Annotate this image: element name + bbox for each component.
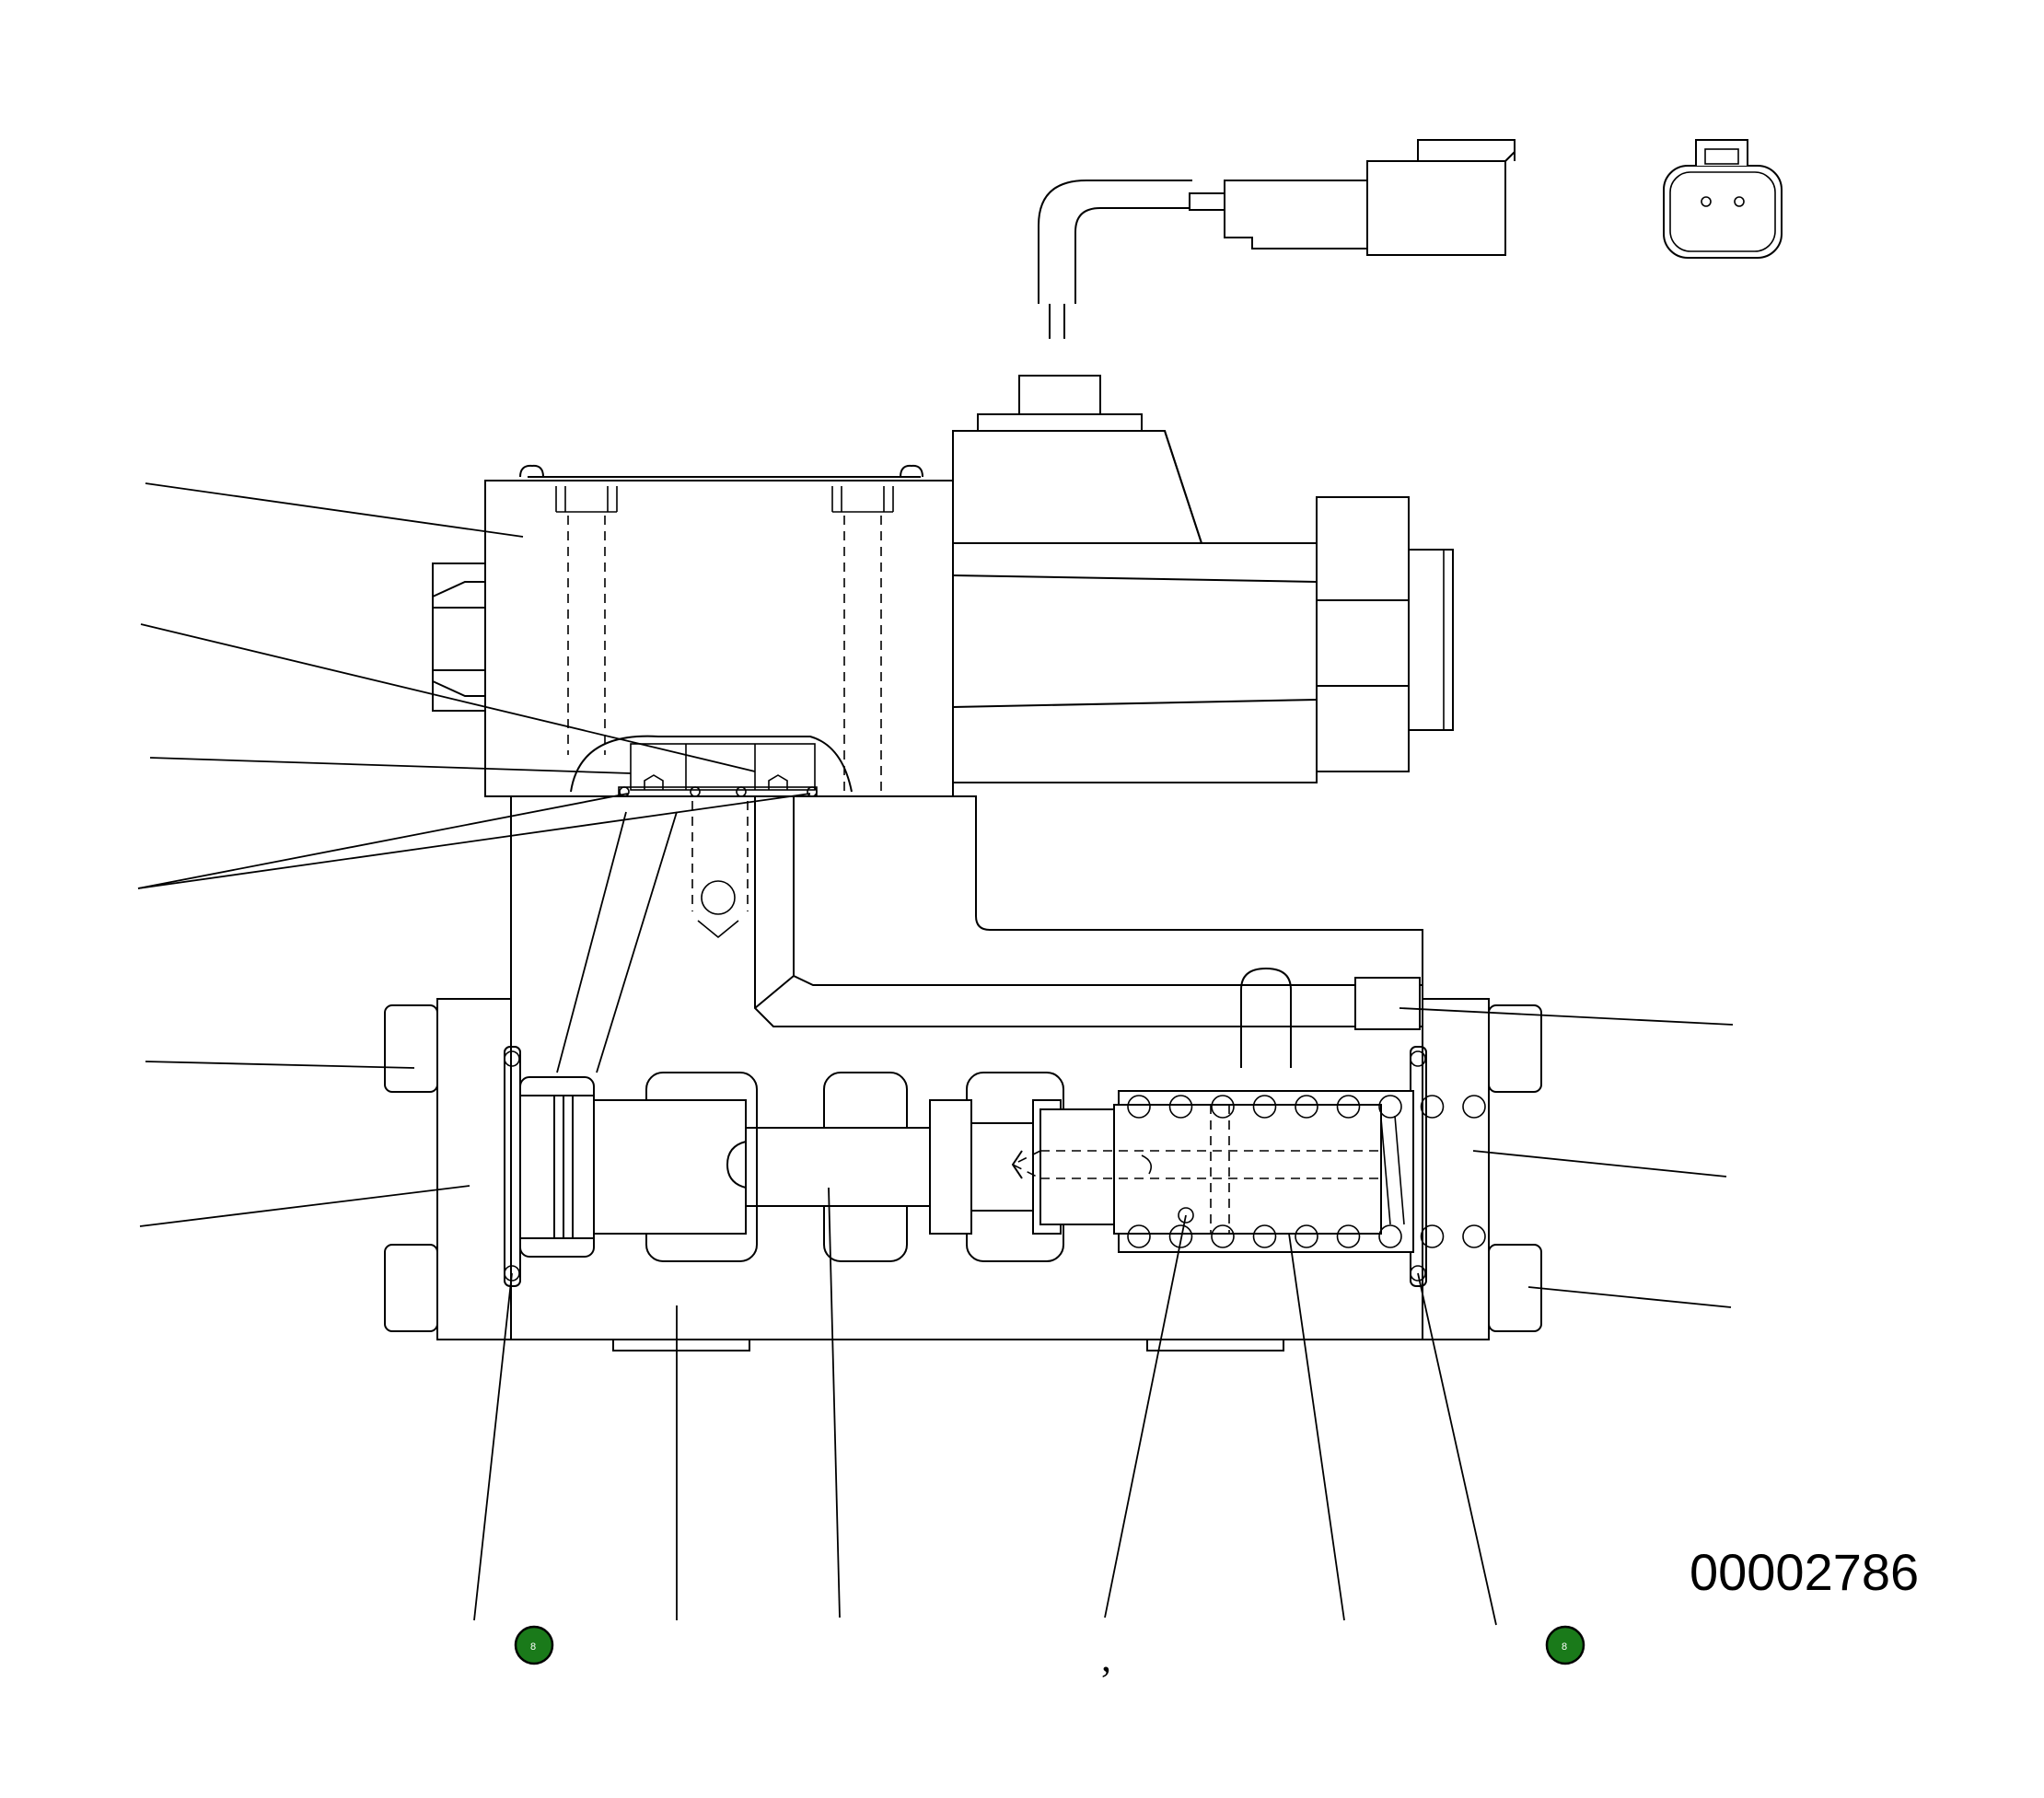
badge-right: 8: [1545, 1625, 1585, 1665]
spring-coil: [1168, 1224, 1193, 1248]
spring-coil: [1378, 1224, 1402, 1248]
svg-text:8: 8: [530, 1641, 536, 1653]
spring-coil: [1336, 1095, 1361, 1119]
comma-mark: ,: [1101, 1635, 1111, 1680]
main-valve-body: [384, 795, 1542, 1351]
spring-coil: [1462, 1224, 1486, 1248]
spring-coil: [1127, 1095, 1151, 1119]
spring-coil: [1336, 1224, 1361, 1248]
spring-coil: [1295, 1224, 1318, 1248]
svg-text:8: 8: [1562, 1641, 1567, 1653]
spring-coils: [1127, 1095, 1486, 1248]
spring-coil: [1127, 1224, 1151, 1248]
spring-coil: [1252, 1095, 1277, 1119]
main-spool: [504, 1046, 1486, 1287]
spring-coil: [1168, 1095, 1193, 1119]
spring-coil: [1211, 1224, 1235, 1248]
spring-coil: [1252, 1224, 1277, 1248]
leader-lines: [137, 482, 1734, 1626]
pilot-valve-block: [432, 464, 954, 797]
spring-coil: [1420, 1095, 1445, 1119]
drawing-number: 00002786: [1690, 1543, 1919, 1601]
connector-face-view: [1663, 139, 1783, 259]
connector-cable: [1038, 139, 1516, 339]
solenoid-coil: [952, 375, 1454, 783]
spring-coil: [1462, 1095, 1486, 1119]
spring-coil: [1378, 1095, 1402, 1119]
spring-coil: [1420, 1224, 1445, 1248]
spring-coil: [1211, 1095, 1235, 1119]
spring-coil: [1295, 1095, 1318, 1119]
badge-left: 8: [514, 1625, 554, 1665]
